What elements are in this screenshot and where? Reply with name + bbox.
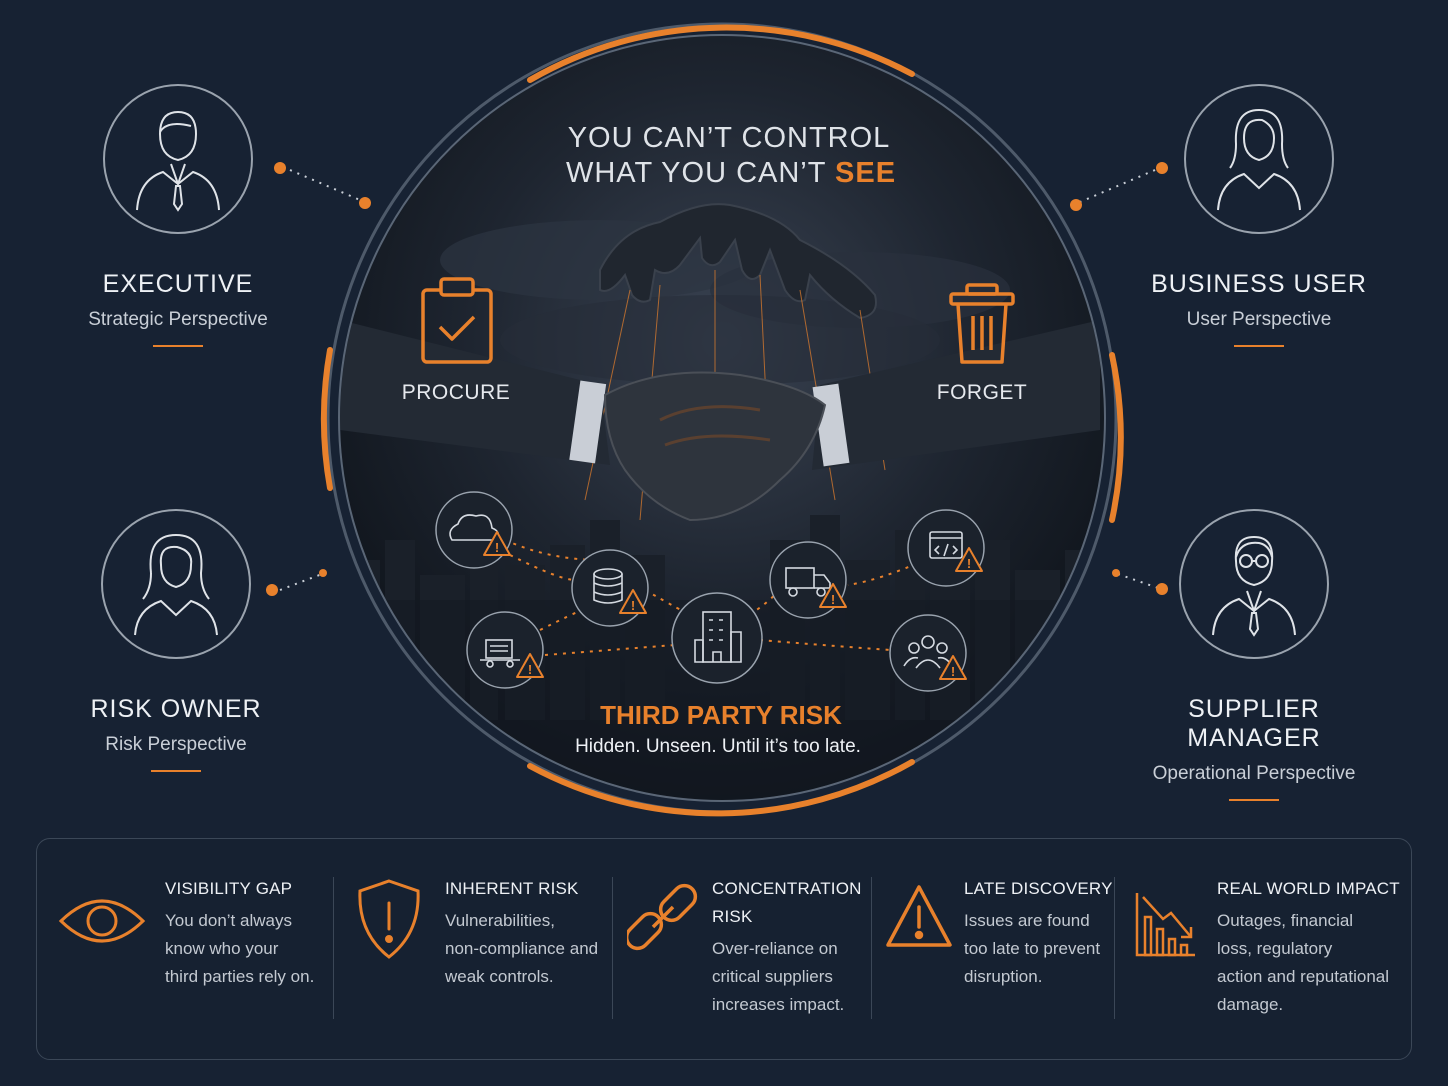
- card-title-line: CONCENTRATION: [712, 879, 862, 898]
- card-line: know who your: [165, 939, 279, 958]
- card-line: increases impact.: [712, 995, 845, 1014]
- warning-icon: [955, 547, 983, 572]
- headline-accent: SEE: [835, 157, 896, 189]
- node-database: [571, 549, 649, 627]
- risk-subtitle: Hidden. Unseen. Until it’s too late.: [575, 736, 861, 757]
- persona-role: SUPPLIER MANAGER: [1187, 695, 1321, 752]
- card-line: loss, regulatory: [1217, 939, 1333, 958]
- card-concentration-risk: CONCENTRATION RISK Over-reliance on crit…: [613, 839, 871, 1059]
- divider: [1114, 877, 1115, 1019]
- card-line: You don’t always: [165, 911, 292, 930]
- persona-connectors: [266, 162, 1168, 596]
- risk-title: THIRD PARTY RISK: [600, 700, 842, 730]
- persona-role: EXECUTIVE: [102, 270, 254, 298]
- persona-business-user: BUSINESS USER User Perspective: [1129, 84, 1389, 347]
- card-real-world-impact: REAL WORLD IMPACT Outages, financial los…: [1115, 839, 1410, 1059]
- divider: [612, 877, 613, 1019]
- code-window-icon: [929, 531, 963, 559]
- card-line: critical suppliers: [712, 967, 833, 986]
- card-line: Outages, financial: [1217, 911, 1354, 930]
- accent-rule: [151, 770, 201, 772]
- procure-label: PROCURE: [402, 381, 511, 404]
- card-title-line: RISK: [712, 907, 753, 926]
- persona-risk-owner: RISK OWNER Risk Perspective: [46, 509, 306, 772]
- card-line: action and reputational: [1217, 967, 1390, 986]
- handshake: [340, 320, 1100, 522]
- card-line: disruption.: [964, 967, 1043, 986]
- card-line: Over-reliance on: [712, 939, 838, 958]
- avatar: [1184, 84, 1334, 234]
- svg-text:!: !: [967, 556, 971, 571]
- persona-perspective: User Perspective: [1186, 309, 1332, 330]
- card-late-discovery: LATE DISCOVERY Issues are found too late…: [872, 839, 1114, 1059]
- card-line: non-compliance and: [445, 939, 599, 958]
- card-title: VISIBILITY GAP: [165, 879, 293, 898]
- svg-text:!: !: [831, 592, 835, 607]
- warning-triangle-icon: [886, 885, 952, 947]
- svg-text:!: !: [528, 662, 532, 677]
- node-building: [671, 592, 763, 684]
- supplier-manager-glasses-icon: [1212, 535, 1296, 637]
- avatar: [103, 84, 253, 234]
- warning-badges: [483, 531, 983, 680]
- forget-label: FORGET: [937, 381, 1028, 404]
- warning-icon: [483, 531, 511, 556]
- executive-man-icon: [136, 110, 220, 212]
- warning-icon: [619, 589, 647, 614]
- divider: [871, 877, 872, 1019]
- risk-cards-panel: VISIBILITY GAP You don’t always know who…: [36, 838, 1412, 1060]
- persona-perspective: Strategic Perspective: [88, 309, 268, 330]
- card-visibility-gap: VISIBILITY GAP You don’t always know who…: [37, 839, 333, 1059]
- svg-text:!: !: [495, 540, 499, 555]
- divider: [333, 877, 334, 1019]
- card-title: INHERENT RISK: [445, 879, 579, 898]
- node-cloud: [435, 491, 513, 569]
- card-line: Vulnerabilities,: [445, 911, 555, 930]
- accent-rule: [1229, 799, 1279, 801]
- logistics-truck-icon: [480, 639, 520, 668]
- shield-alert-icon: [358, 879, 420, 959]
- accent-rule: [1234, 345, 1284, 347]
- card-line: weak controls.: [445, 967, 554, 986]
- business-woman-icon: [1217, 108, 1301, 211]
- avatar: [101, 509, 251, 659]
- card-title: REAL WORLD IMPACT: [1217, 879, 1400, 898]
- trash-icon: [949, 283, 1015, 364]
- chain-link-icon: [627, 883, 698, 951]
- persona-role: RISK OWNER: [90, 695, 262, 723]
- headline-line1: YOU CAN’T CONTROL: [568, 122, 891, 154]
- warning-icon: [819, 583, 847, 608]
- card-line: too late to prevent: [964, 939, 1101, 958]
- card-title: LATE DISCOVERY: [964, 879, 1113, 898]
- svg-text:!: !: [631, 598, 635, 613]
- card-line: third parties rely on.: [165, 967, 315, 986]
- delivery-truck-icon: [785, 567, 831, 597]
- avatar: [1179, 509, 1329, 659]
- headline-line2: WHAT YOU CAN’T SEE: [566, 157, 896, 189]
- database-icon: [593, 568, 623, 604]
- risk-owner-woman-icon: [134, 533, 218, 636]
- warning-icon: [516, 653, 544, 678]
- ring-accents: [320, 24, 1124, 817]
- card-line: Issues are found: [964, 911, 1090, 930]
- persona-perspective: Risk Perspective: [105, 734, 247, 755]
- puppeteer-hand: [599, 203, 877, 320]
- persona-supplier-manager: SUPPLIER MANAGER Operational Perspective: [1124, 509, 1384, 801]
- persona-perspective: Operational Perspective: [1152, 763, 1356, 784]
- card-line: damage.: [1217, 995, 1284, 1014]
- persona-executive: EXECUTIVE Strategic Perspective: [48, 84, 308, 347]
- card-inherent-risk: INHERENT RISK Vulnerabilities, non-compl…: [334, 839, 612, 1059]
- clipboard-check-icon: [421, 277, 493, 364]
- accent-rule: [153, 345, 203, 347]
- building-icon: [694, 611, 742, 663]
- declining-chart-icon: [1135, 893, 1195, 957]
- headline-line2-prefix: WHAT YOU CAN’T: [566, 157, 835, 189]
- persona-role: BUSINESS USER: [1151, 270, 1367, 298]
- warning-icon: [939, 655, 967, 680]
- svg-text:!: !: [951, 664, 955, 679]
- eye-icon: [58, 899, 146, 943]
